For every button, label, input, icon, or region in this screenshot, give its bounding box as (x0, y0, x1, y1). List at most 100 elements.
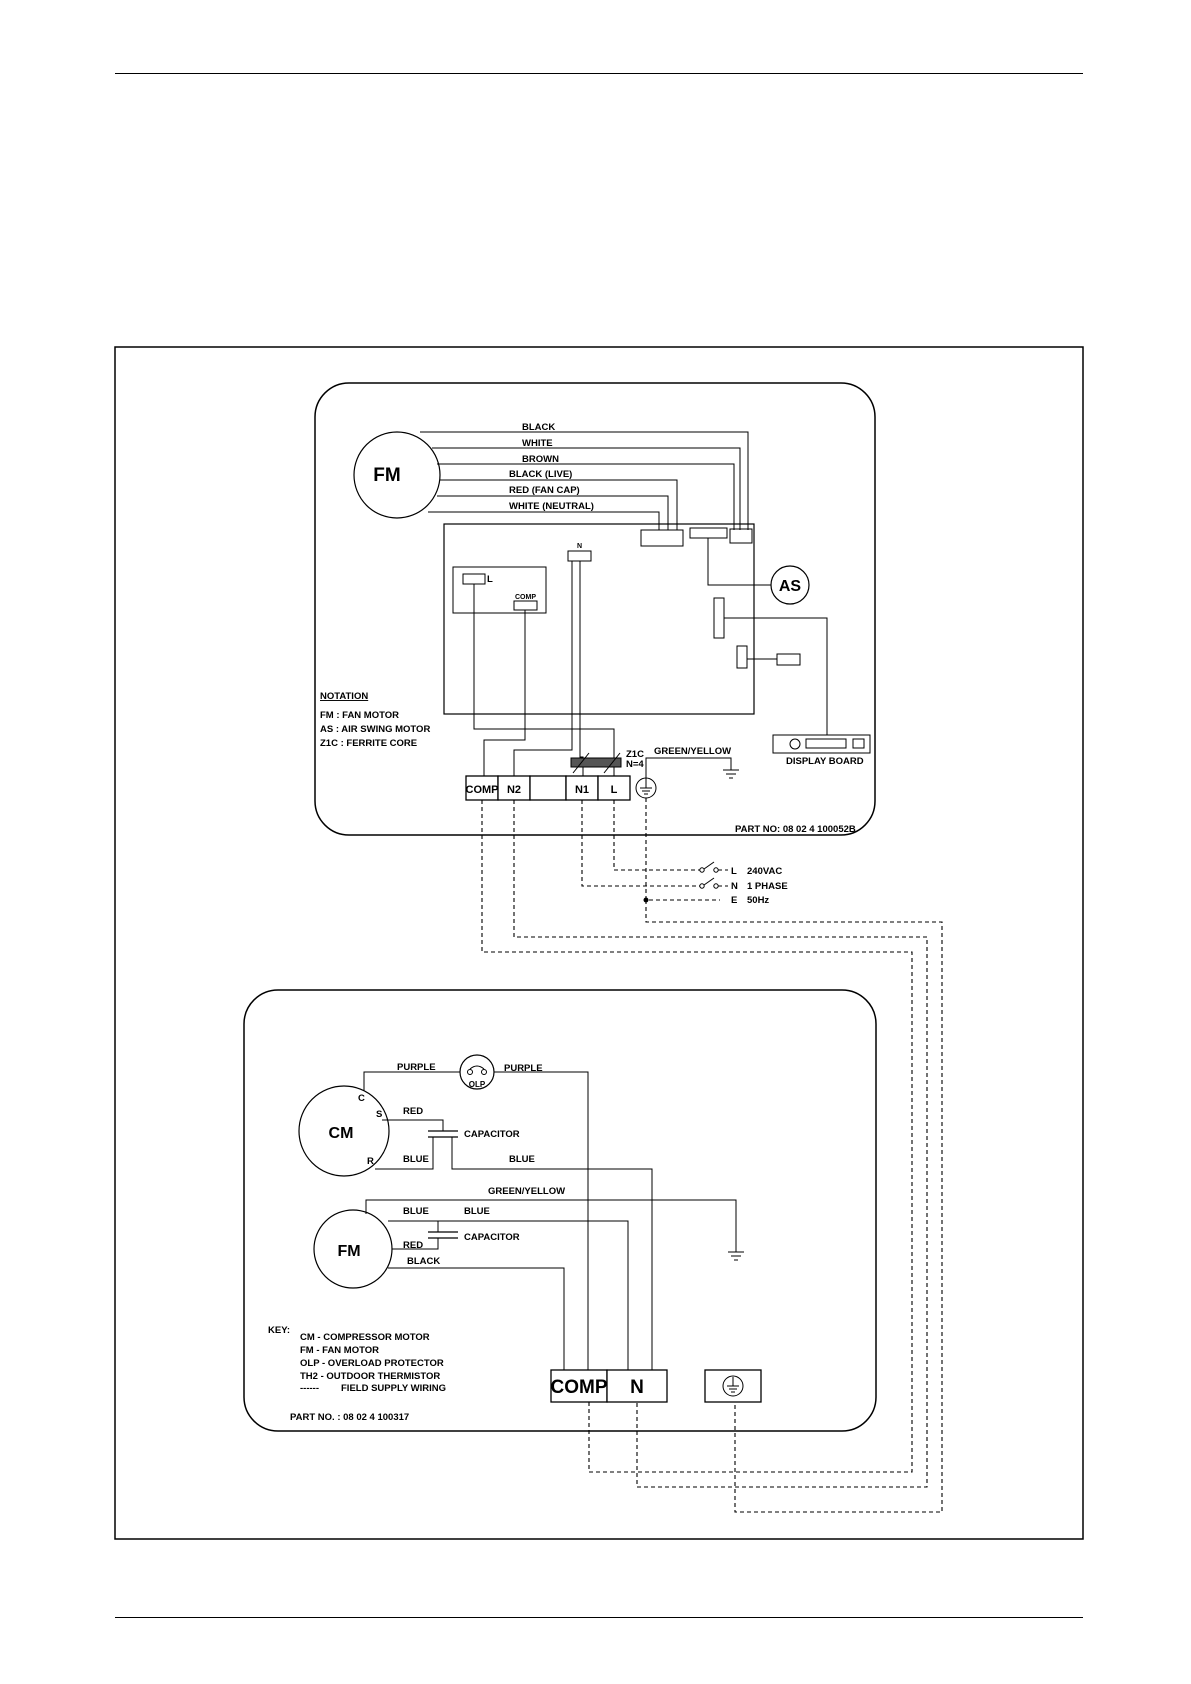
supply-e-label: E (731, 895, 737, 906)
terminal-l-label: L (611, 784, 618, 796)
olp-label: OLP (469, 1080, 486, 1089)
outdoor-ground-label: GREEN/YELLOW (488, 1186, 565, 1197)
wire-purple-comp (494, 1071, 589, 1370)
compressor-motor-label: CM (329, 1125, 354, 1142)
key-line-2: FM - FAN MOTOR (300, 1345, 379, 1356)
wire-black-live (440, 479, 678, 530)
ferrite-core (570, 757, 622, 768)
ferrite-core-label: Z1C (626, 749, 644, 760)
earth-ground-icon (722, 1375, 744, 1397)
outdoor-terminal-n-label: N (630, 1377, 644, 1398)
olp-arc (469, 1065, 485, 1070)
wire-red-s (382, 1119, 444, 1131)
wire-cap1-right (451, 1137, 653, 1370)
compressor-c-label: C (358, 1093, 365, 1104)
blue-2-label: BLUE (509, 1154, 535, 1165)
capacitor-1-label: CAPACITOR (464, 1129, 520, 1140)
outdoor-fan-motor-label: FM (337, 1243, 360, 1260)
wire-fm-red (392, 1238, 439, 1250)
display-board-leds (805, 738, 847, 749)
blue-4-label: BLUE (464, 1206, 490, 1217)
wire-label-red-fan-cap: RED (FAN CAP) (509, 485, 580, 496)
field-supply-wiring (481, 800, 943, 1513)
field-wire-earth (645, 900, 943, 1513)
olp-contact-right (481, 1069, 487, 1075)
sub-board (452, 566, 547, 614)
terminal-n2 (497, 775, 531, 801)
sub-board-l-tab (462, 573, 486, 585)
wire-red-fan-cap (437, 495, 669, 530)
outdoor-ground-wire (365, 1199, 737, 1252)
display-board-label: DISPLAY BOARD (786, 756, 864, 767)
wire-fm-black (388, 1267, 565, 1370)
key-field-wiring: FIELD SUPPLY WIRING (341, 1383, 446, 1394)
outdoor-unit-outline (243, 989, 877, 1432)
notation-title: NOTATION (320, 691, 368, 702)
connector-small-tab (736, 645, 748, 669)
connector-fan (640, 529, 684, 547)
indoor-fan-motor-label: FM (373, 465, 400, 486)
board-n-tab (567, 550, 592, 562)
sensor-plug (776, 653, 801, 666)
outdoor-terminal-comp-label: COMP (551, 1377, 608, 1398)
earth-ground-icon (728, 1251, 744, 1261)
display-board-wire (724, 617, 828, 735)
wire-cap1-left (375, 1137, 434, 1170)
outdoor-unit: OLP PURPLE PURPLE CM C S R RED CAPACITOR… (243, 989, 877, 1432)
wire-label-brown: BROWN (522, 454, 559, 465)
sub-board-comp-tab (513, 600, 538, 611)
switch-icon (699, 877, 728, 889)
connector-vertical (713, 597, 725, 639)
terminal-n2-label: N2 (507, 784, 521, 796)
supply-e-wire (645, 798, 720, 901)
key-dash-sample: ------ (300, 1383, 319, 1394)
supply-n-wire (581, 800, 700, 887)
sub-board-l-label: L (487, 574, 493, 585)
supply-l-wire (613, 800, 700, 871)
wire-brown (437, 463, 735, 530)
wire-label-black-live: BLACK (LIVE) (509, 469, 572, 480)
supply-frequency: 50Hz (747, 895, 769, 906)
board-n-label: N (577, 543, 582, 550)
capacitor-2-label: CAPACITOR (464, 1232, 520, 1243)
display-board-buzzer (852, 738, 865, 749)
key-line-3: OLP - OVERLOAD PROTECTOR (300, 1358, 444, 1369)
blue-3-label: BLUE (403, 1206, 429, 1217)
air-swing-motor-label: AS (779, 578, 802, 595)
compressor-r-label: R (367, 1156, 374, 1167)
connector-motor (729, 528, 753, 544)
indoor-ground-wire (645, 757, 732, 787)
wire-white-neutral (428, 511, 660, 530)
indoor-unit: FM BLACK WHITE BROWN BLACK (LIVE) RED (F… (314, 382, 876, 836)
wire-comp-to-terminal (483, 610, 526, 776)
supply-phase: 1 PHASE (747, 881, 788, 892)
supply-l-label: L (731, 866, 737, 877)
swing-motor-wire (707, 538, 771, 586)
wire-black (420, 431, 749, 530)
wire-label-white-neutral: WHITE (NEUTRAL) (509, 501, 594, 512)
key-title: KEY: (268, 1325, 290, 1336)
notation-line-3: Z1C : FERRITE CORE (320, 738, 417, 749)
terminal-comp-label: COMP (466, 784, 499, 796)
earth-ground-icon (723, 769, 739, 779)
compressor-s-label: S (376, 1109, 382, 1120)
blue-1-label: BLUE (403, 1154, 429, 1165)
wire-n2-to-terminal (513, 561, 573, 776)
ferrite-core-slash-1 (572, 752, 590, 774)
display-board (772, 734, 871, 754)
power-supply: L N E 240VAC 1 PHASE 50Hz (581, 798, 788, 906)
control-board (443, 523, 755, 715)
wire-fm-blue (388, 1220, 629, 1370)
terminal-blank (529, 775, 567, 801)
purple-left-label: PURPLE (397, 1062, 436, 1073)
wire-label-black: BLACK (522, 422, 555, 433)
notation-line-1: FM : FAN MOTOR (320, 710, 399, 721)
wire-label-white: WHITE (522, 438, 553, 449)
field-wire-n2 (513, 800, 928, 1488)
red-2-label: RED (403, 1240, 423, 1251)
supply-n-label: N (731, 881, 738, 892)
olp-contact-left (467, 1069, 473, 1075)
supply-voltage: 240VAC (747, 866, 782, 877)
ferrite-core-slash-2 (603, 752, 621, 774)
terminal-n1-label: N1 (575, 784, 589, 796)
